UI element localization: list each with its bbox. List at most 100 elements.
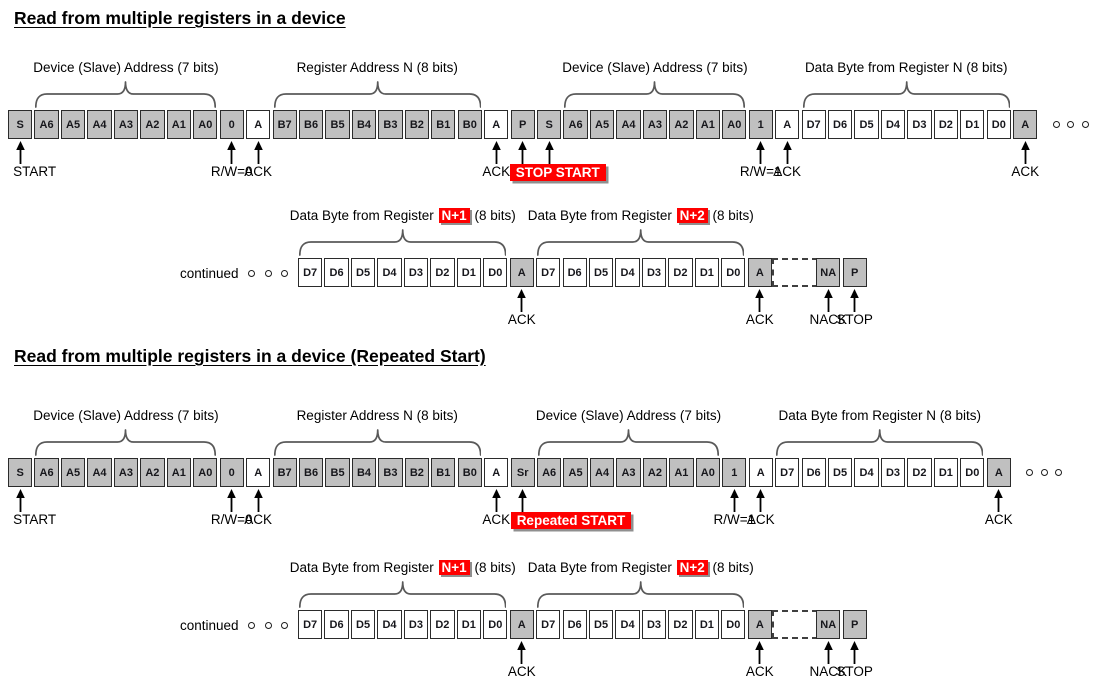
bit-cell-a: A <box>509 258 534 287</box>
bit-cell-b7: B7 <box>272 458 297 487</box>
bit-cell-d7: D7 <box>775 458 800 487</box>
up-arrow-icon <box>727 489 742 512</box>
bit-cell-d1: D1 <box>694 610 720 639</box>
group-brace <box>273 428 481 462</box>
register-index-highlight: N+1 <box>438 560 470 575</box>
group-label-text: Device (Slave) Address (7 bits) <box>535 408 722 423</box>
up-arrow-icon <box>514 641 529 664</box>
bit-cell-a: A <box>484 458 509 487</box>
bit-cell-d3: D3 <box>403 258 429 287</box>
bit-cell-d2: D2 <box>907 458 932 487</box>
ellipsis-dot <box>1026 469 1034 476</box>
bit-cell-na: NA <box>816 258 841 287</box>
up-arrow-icon <box>514 289 529 312</box>
ellipsis-dot <box>248 621 255 629</box>
bit-cell-0: 0 <box>219 458 244 487</box>
group-label: Data Byte from Register N (8 bits) <box>805 60 1008 75</box>
bit-cell-d2: D2 <box>933 110 959 139</box>
group-brace <box>273 80 481 114</box>
group-brace <box>537 428 720 462</box>
bit-cell-d1: D1 <box>456 610 481 639</box>
ellipsis-dot <box>281 621 288 629</box>
up-arrow-icon <box>13 489 28 512</box>
bit-cell-a: A <box>1013 110 1038 139</box>
group-label: Device (Slave) Address (7 bits) <box>33 60 218 75</box>
annotation-nack: NACK <box>809 312 848 327</box>
bit-cell-a3: A3 <box>113 110 139 139</box>
bit-cell-d4: D4 <box>880 110 906 139</box>
group-label-text: Device (Slave) Address (7 bits) <box>33 408 219 423</box>
bit-cell-a: A <box>747 610 772 639</box>
bit-cell-d4: D4 <box>854 458 879 487</box>
bit-cell-d2: D2 <box>668 258 693 287</box>
bit-cell-d0: D0 <box>721 610 746 639</box>
bit-cell-a4: A4 <box>616 110 641 139</box>
annotation-ack: ACK <box>746 512 775 527</box>
bit-cell-a6: A6 <box>34 458 59 487</box>
ellipsis-dot <box>281 269 288 277</box>
up-arrow-icon <box>780 141 795 164</box>
group-brace <box>564 80 746 114</box>
section-1-title: Read from multiple registers in a device <box>14 8 346 28</box>
group-brace <box>536 580 745 614</box>
up-arrow-icon <box>224 141 239 164</box>
up-arrow-icon <box>753 489 768 512</box>
group-label: Register Address N (8 bits) <box>297 408 458 423</box>
bit-cell-d6: D6 <box>324 610 349 639</box>
continuation-dots <box>1026 469 1063 476</box>
bit-cell-1: 1 <box>748 110 773 139</box>
group-brace <box>775 428 984 462</box>
bit-cell-a: A <box>509 610 534 639</box>
bit-cell-a: A <box>747 258 772 287</box>
bit-cell-d6: D6 <box>324 258 349 287</box>
continued-lead: continued <box>118 615 288 635</box>
bit-cell-b5: B5 <box>325 110 350 139</box>
bit-cell-d5: D5 <box>350 258 376 287</box>
bit-cell-1: 1 <box>722 458 747 487</box>
bit-cell-d7: D7 <box>536 258 561 287</box>
group-label: Device (Slave) Address (7 bits) <box>536 408 721 423</box>
bit-cell-p: P <box>510 110 535 139</box>
group-brace <box>35 80 217 114</box>
group-label-text: (8 bits) <box>708 208 754 223</box>
annotation-ack: ACK <box>984 512 1013 527</box>
bit-cell-a5: A5 <box>589 110 615 139</box>
bit-cell-b4: B4 <box>351 110 377 139</box>
bit-cell-d4: D4 <box>377 610 402 639</box>
annotation-start: START <box>13 164 57 179</box>
bit-cell-b2: B2 <box>404 110 430 139</box>
up-arrow-icon <box>821 641 836 664</box>
bit-cell-s: S <box>537 110 562 139</box>
bit-cell-d5: D5 <box>588 610 614 639</box>
bit-cell-d1: D1 <box>694 258 720 287</box>
group-label-text: Device (Slave) Address (7 bits) <box>562 60 748 75</box>
up-arrow-icon <box>224 489 239 512</box>
bit-cell-d0: D0 <box>721 258 746 287</box>
bit-cell-a2: A2 <box>140 458 165 487</box>
group-label: Data Byte from Register N+1 (8 bits) <box>290 208 516 223</box>
bit-cell-d5: D5 <box>588 258 614 287</box>
annotation-ack: ACK <box>745 312 774 327</box>
bit-cell-a6: A6 <box>34 110 59 139</box>
up-arrow-icon <box>515 489 530 512</box>
bit-cell-sr: Sr <box>510 458 535 487</box>
bit-cell-b4: B4 <box>351 458 377 487</box>
bit-cell-d7: D7 <box>536 610 561 639</box>
bit-cell-a3: A3 <box>113 458 139 487</box>
bit-cell-d5: D5 <box>827 458 853 487</box>
bit-cell-d4: D4 <box>615 258 640 287</box>
bit-cell-d2: D2 <box>430 258 455 287</box>
annotation-ack: ACK <box>745 664 774 679</box>
annotation-nack: NACK <box>809 664 848 679</box>
bit-cell-d3: D3 <box>907 110 932 139</box>
bit-cell-a: A <box>246 110 271 139</box>
annotation-stop-start: STOP START <box>509 164 606 181</box>
bit-cell-d2: D2 <box>668 610 693 639</box>
annotation-start: START <box>13 512 57 527</box>
bit-cell-a: A <box>484 110 509 139</box>
bit-cell-d0: D0 <box>960 458 985 487</box>
up-arrow-icon <box>991 489 1006 512</box>
bit-cell-a1: A1 <box>695 110 720 139</box>
up-arrow-icon <box>752 289 767 312</box>
bit-cell-a: A <box>246 458 271 487</box>
